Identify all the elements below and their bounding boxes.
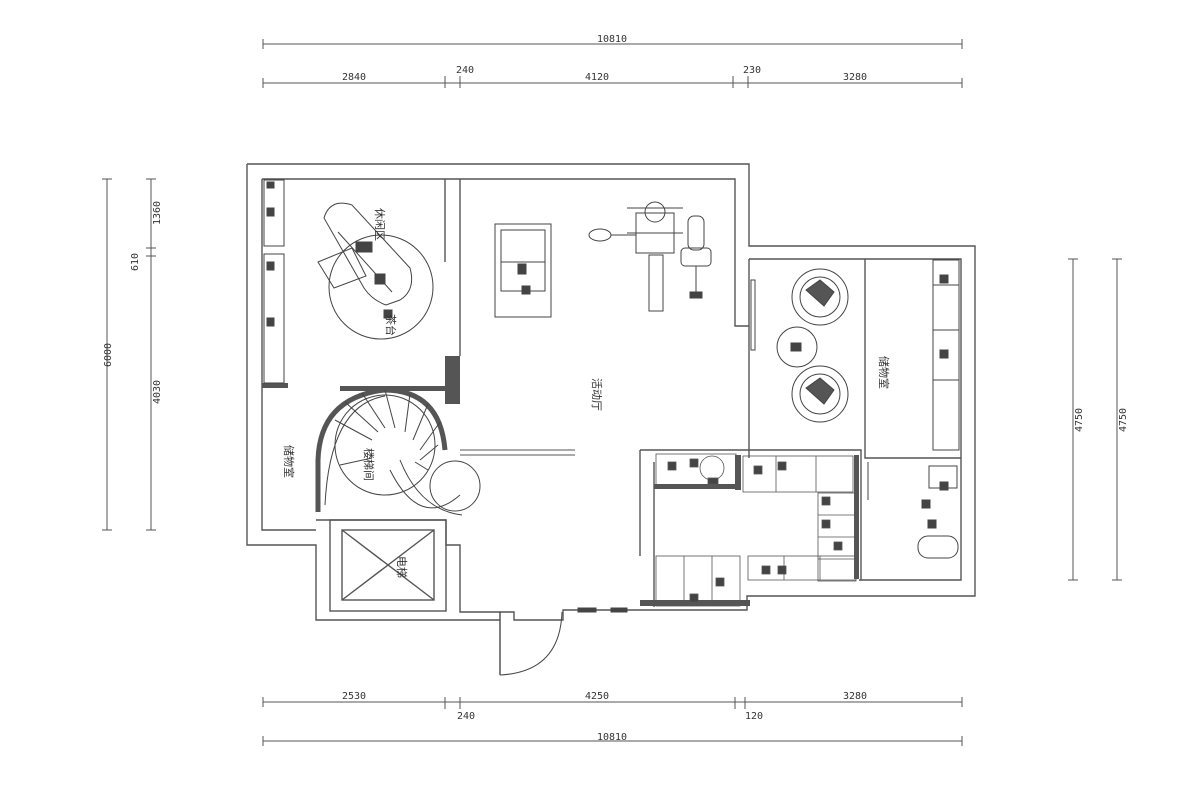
right-inner-label: 4750 <box>1118 408 1129 432</box>
bottom-total-label: 10810 <box>597 732 627 743</box>
right-room-label: 储物室 <box>877 356 891 389</box>
bottom-seg-2: 240 <box>457 711 475 722</box>
top-dimensions <box>262 39 963 88</box>
entry-door <box>499 607 628 676</box>
left-outer-label: 6000 <box>103 343 114 367</box>
top-seg-3: 4120 <box>585 72 609 83</box>
top-total-label: 10810 <box>597 34 627 45</box>
left-seg-2: 610 <box>130 253 141 271</box>
bottom-seg-1: 2530 <box>342 691 366 702</box>
stairwell-label: 楼梯间 <box>362 448 376 481</box>
right-dimensions <box>1068 258 1122 581</box>
bottom-seg-5: 3280 <box>843 691 867 702</box>
walls <box>246 163 976 675</box>
activity-hall-furniture <box>494 201 712 318</box>
right-room-furniture <box>750 259 960 559</box>
side-table <box>776 326 818 368</box>
lounge-chair-top <box>791 268 849 326</box>
elevator-label: 电梯 <box>395 556 408 578</box>
tea-table-label: 茶台 <box>384 314 398 336</box>
bench-machine <box>494 223 552 318</box>
armchair <box>317 247 367 289</box>
storage-left-label: 储物室 <box>282 445 296 478</box>
left-seg-3: 4030 <box>152 380 163 404</box>
top-seg-5: 3280 <box>843 72 867 83</box>
leisure-area-label: 休闲区 <box>373 208 387 241</box>
right-outer-label: 4750 <box>1074 408 1085 432</box>
left-dimensions <box>102 178 156 531</box>
weight-bench <box>687 215 705 251</box>
activity-hall-label: 活动厅 <box>590 378 603 411</box>
bottom-seg-3: 4250 <box>585 691 609 702</box>
lounge-sofa <box>323 202 413 306</box>
bottom-seg-4: 120 <box>745 711 763 722</box>
bottom-dimensions <box>262 697 963 746</box>
top-seg-4: 230 <box>743 65 761 76</box>
shelving-units <box>655 453 857 607</box>
leisure-area <box>263 179 434 384</box>
left-seg-1: 1360 <box>152 201 163 225</box>
top-seg-1: 2840 <box>342 72 366 83</box>
lounge-chair-bottom <box>791 365 849 423</box>
spiral-staircase <box>315 387 481 516</box>
top-seg-2: 240 <box>456 65 474 76</box>
